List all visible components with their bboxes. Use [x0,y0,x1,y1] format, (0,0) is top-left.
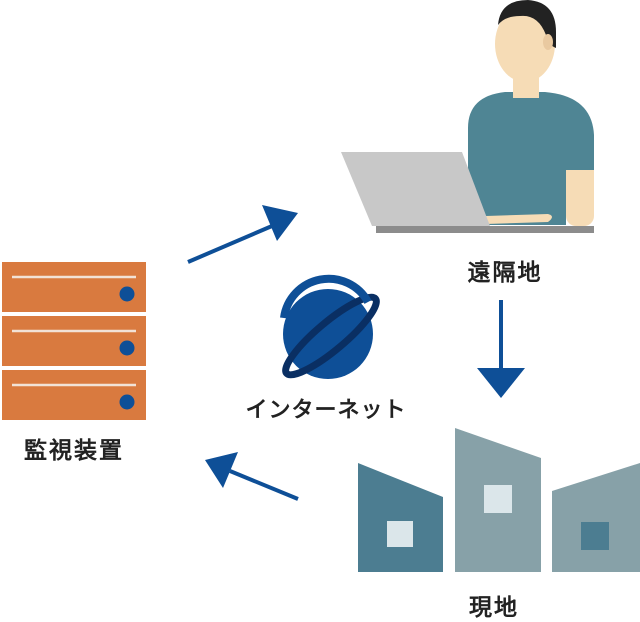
person-hair [498,0,556,48]
shirt [468,92,594,225]
remote-location-label: 遠隔地 [467,260,543,286]
arrow-remote-to-site [477,300,525,398]
person-at-laptop-icon [341,0,594,233]
server-unit [2,262,146,312]
server-unit [2,316,146,366]
arrow-site-to-server [205,452,299,501]
laptop-base [376,226,594,233]
buildings-icon [358,428,640,572]
server-led [119,340,135,356]
site-label: 現地 [469,595,519,621]
server-unit [2,370,146,420]
internet-label: インターネット [245,398,407,423]
person-head [495,6,555,82]
building-right [552,463,640,572]
laptop-screen [341,152,490,226]
arrow-server-to-remote [187,205,298,264]
server-led [119,286,135,302]
planet-icon [280,274,380,379]
server-rack-icon [2,262,146,420]
building-left [358,463,443,572]
server-led [119,394,135,410]
monitoring-device-label: 監視装置 [24,438,124,464]
